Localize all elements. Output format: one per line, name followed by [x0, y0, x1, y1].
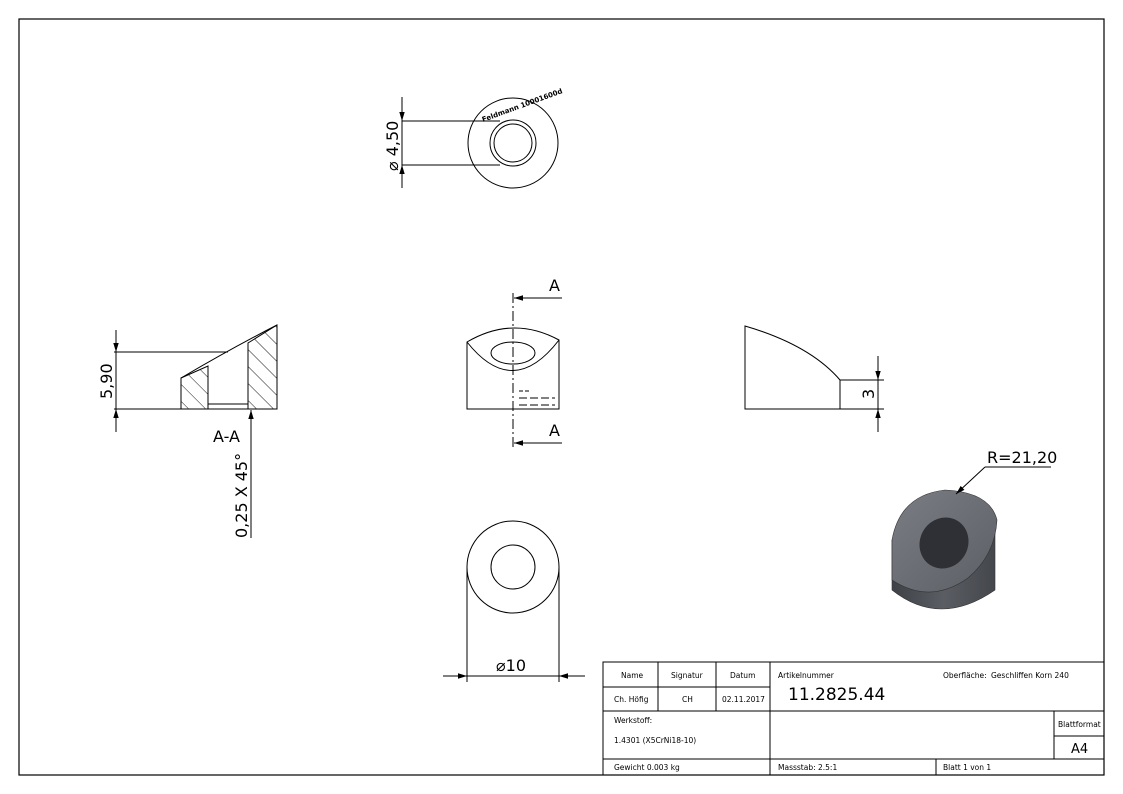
dim-outer-text: ⌀10: [496, 656, 526, 675]
tb-material-value: 1.4301 (X5CrNi18-10): [614, 736, 696, 745]
front-view: [466, 293, 562, 450]
sheet-border: [18, 18, 1105, 776]
dim-radius-text: R=21,20: [987, 448, 1057, 467]
top-view: [399, 97, 559, 189]
dim-bore-text: ⌀ 4,50: [383, 121, 402, 171]
tb-header-signature: Signatur: [671, 671, 704, 680]
tb-weight: Gewicht 0.003 kg: [614, 763, 680, 772]
tb-article-number: 11.2825.44: [788, 685, 885, 705]
title-block: [602, 661, 1105, 776]
tb-sheet: Blatt 1 von 1: [943, 763, 991, 772]
tb-value-signature: CH: [682, 695, 693, 704]
side-view: [744, 325, 884, 432]
tb-value-name: Ch. Höfig: [614, 695, 649, 704]
isometric-view: [891, 466, 1051, 610]
dim-chamfer-text: 0,25 X 45°: [232, 453, 251, 538]
section-label: A-A: [213, 427, 240, 446]
cut-label-top: A: [549, 276, 560, 295]
tb-format-label: Blattformat: [1058, 720, 1101, 729]
tb-header-name: Name: [621, 671, 644, 680]
tb-scale: Massstab: 2.5:1: [778, 763, 837, 772]
tb-material-label: Werkstoff:: [614, 716, 652, 725]
tb-value-date: 02.11.2017: [722, 695, 765, 704]
tb-header-date: Datum: [730, 671, 755, 680]
tb-article-label: Artikelnummer: [778, 671, 835, 680]
tb-format-value: A4: [1071, 742, 1088, 757]
section-view: [113, 324, 278, 538]
cut-label-bottom: A: [549, 421, 560, 440]
dim-height-text: 5,90: [97, 363, 116, 399]
tb-surface-value: Geschliffen Korn 240: [991, 671, 1069, 680]
tb-surface-label: Oberfläche:: [943, 671, 987, 680]
bottom-view: [443, 520, 585, 682]
dim-side-height-text: 3: [859, 389, 878, 399]
